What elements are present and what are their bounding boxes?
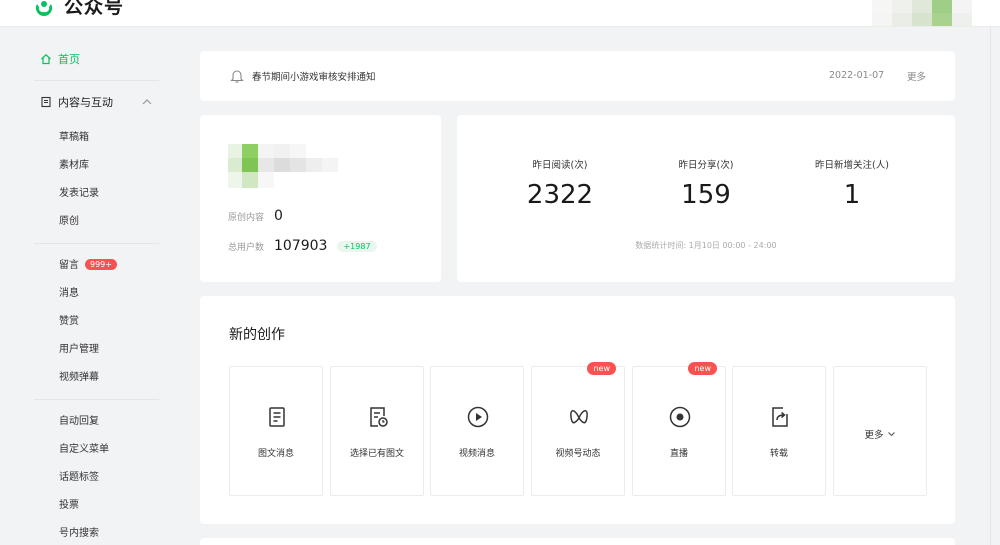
tile-label: 直播 [669, 449, 688, 459]
divider [34, 80, 159, 81]
divider [34, 399, 159, 400]
channels-icon [570, 410, 588, 424]
original-content-label: 原创内容 [228, 212, 265, 223]
chevron-up-icon[interactable] [140, 94, 154, 110]
stat-label: 昨日新增关注(人) [815, 160, 889, 171]
create-article-tile[interactable]: 图文消息 [229, 366, 323, 496]
section-title: 新的创作 [229, 327, 285, 343]
notice-link[interactable]: 春节期间小游戏审核安排通知 [252, 72, 376, 83]
total-users-row: 总用户数 107903 +1987 [228, 238, 377, 254]
sidebar-item-votes[interactable]: 投票 [59, 500, 79, 511]
stat-value: 1 [843, 180, 861, 210]
sidebar-item-home[interactable]: 首页 [40, 51, 80, 67]
stat-value: 2322 [526, 180, 594, 210]
repost-icon [772, 407, 788, 427]
new-badge: new [587, 362, 616, 375]
home-icon [41, 53, 51, 65]
notice-date: 2022-01-07 [829, 70, 885, 81]
tile-label: 视频消息 [458, 449, 495, 459]
original-content-value: 0 [274, 208, 283, 224]
sidebar: 首页 内容与互动 草稿箱 素材库 发表记录 原创 留言 999+ 消息 赞赏 用户… [0, 27, 182, 545]
sidebar-item-custom-menu[interactable]: 自定义菜单 [59, 444, 109, 455]
total-users-value: 107903 [274, 238, 328, 254]
app-logo[interactable]: 公众号 [32, 0, 124, 20]
bell-icon [230, 70, 244, 83]
tile-label: 视频号动态 [555, 449, 601, 459]
play-icon [467, 406, 489, 428]
top-bar: 公众号 [0, 0, 1000, 27]
total-users-label: 总用户数 [228, 242, 265, 253]
more-creation-label: 更多 [834, 427, 926, 441]
sidebar-item-messages[interactable]: 消息 [59, 288, 79, 299]
sidebar-section-label: 内容与互动 [58, 96, 113, 109]
video-message-tile[interactable]: 视频消息 [430, 366, 524, 496]
tile-label: 转载 [769, 449, 788, 459]
stats-card: 昨日阅读(次) 2322 昨日分享(次) 159 昨日新增关注(人) 1 数据统… [457, 115, 955, 282]
sidebar-section-content[interactable]: 内容与互动 [40, 94, 113, 110]
users-delta-badge: +1987 [337, 240, 377, 252]
divider [34, 243, 159, 244]
live-stream-tile[interactable]: new 直播 [632, 362, 726, 496]
stat-yesterday-shares: 昨日分享(次) 159 [636, 157, 776, 210]
comments-count-badge: 999+ [85, 259, 117, 270]
stat-yesterday-reads: 昨日阅读(次) 2322 [490, 157, 630, 210]
sidebar-item-label: 首页 [58, 53, 80, 66]
tile-label: 图文消息 [257, 449, 294, 459]
sidebar-item-publish-records[interactable]: 发表记录 [59, 188, 99, 199]
sidebar-item-in-account-search[interactable]: 号内搜索 [59, 528, 99, 539]
channels-post-tile[interactable]: new 视频号动态 [531, 362, 625, 496]
stat-label: 昨日阅读(次) [532, 160, 588, 171]
chevron-down-icon [887, 432, 895, 437]
live-icon [669, 406, 691, 428]
user-avatar[interactable] [872, 0, 972, 26]
sidebar-item-video-danmaku[interactable]: 视频弹幕 [59, 372, 99, 383]
wechat-official-account-logo-icon [35, 1, 53, 17]
app-name: 公众号 [64, 0, 125, 18]
sidebar-item-topic-tags[interactable]: 话题标签 [59, 472, 99, 483]
choose-existing-article-tile[interactable]: 选择已有图文 [330, 366, 424, 496]
original-content-row: 原创内容 0 [228, 208, 283, 224]
notice-more-link[interactable]: 更多 [907, 72, 927, 83]
sidebar-item-comments[interactable]: 留言 999+ [59, 259, 117, 273]
document-icon [41, 96, 51, 108]
new-creation-card: 新的创作 图文消息 选择已有图文 视频消息 new 视频号动态 ne [200, 296, 955, 524]
account-card: 原创内容 0 总用户数 107903 +1987 [200, 115, 441, 282]
stats-time-note: 数据统计时间: 1月10日 00:00 - 24:00 [635, 241, 777, 250]
sidebar-item-drafts[interactable]: 草稿箱 [59, 132, 89, 143]
notice-card: 春节期间小游戏审核安排通知 [200, 51, 955, 101]
stat-value: 159 [681, 180, 731, 210]
repost-tile[interactable]: 转载 [732, 366, 826, 496]
more-label: 更多 [864, 430, 884, 441]
new-badge: new [688, 362, 717, 375]
more-creation-tile[interactable]: 更多 [833, 366, 927, 496]
sidebar-item-rewards[interactable]: 赞赏 [59, 316, 79, 327]
scrollbar[interactable] [990, 27, 1000, 545]
existing-article-icon [370, 407, 388, 427]
sidebar-item-original[interactable]: 原创 [59, 216, 79, 227]
stat-yesterday-new-follows: 昨日新增关注(人) 1 [782, 157, 922, 210]
account-avatar[interactable] [228, 144, 338, 188]
stat-label: 昨日分享(次) [678, 160, 734, 171]
tile-label: 选择已有图文 [349, 449, 404, 459]
sidebar-item-label: 留言 [59, 260, 79, 271]
sidebar-item-auto-reply[interactable]: 自动回复 [59, 416, 99, 427]
article-icon [269, 407, 285, 427]
sidebar-item-materials[interactable]: 素材库 [59, 160, 89, 171]
sidebar-item-user-management[interactable]: 用户管理 [59, 344, 99, 355]
next-card [200, 538, 955, 545]
